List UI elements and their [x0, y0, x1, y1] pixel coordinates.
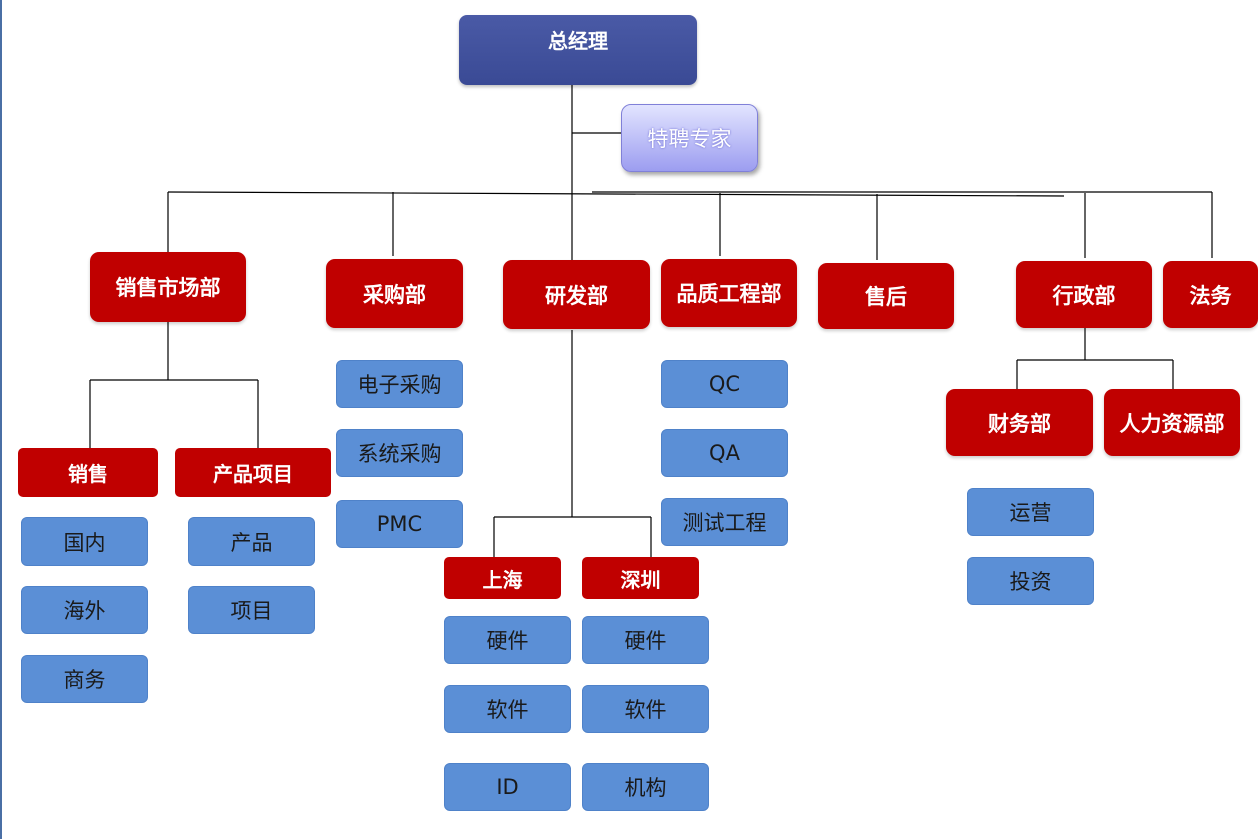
dept-label: 研发部 — [545, 283, 608, 308]
dept-label: 法务 — [1189, 283, 1232, 308]
dept-purchasing[interactable]: 采购部 — [326, 259, 463, 328]
sub-finance[interactable]: 财务部 — [946, 389, 1093, 456]
sub-label: 深圳 — [620, 567, 661, 592]
dept-label: 采购部 — [363, 282, 426, 307]
leaf-label: 运营 — [1009, 501, 1052, 525]
leaf-operations[interactable]: 运营 — [967, 488, 1094, 536]
sub-label: 产品项目 — [213, 462, 293, 486]
leaf-sz-hardware[interactable]: 硬件 — [582, 616, 709, 664]
leaf-sh-hardware[interactable]: 硬件 — [444, 616, 571, 664]
leaf-investment[interactable]: 投资 — [967, 557, 1094, 605]
sub-shanghai[interactable]: 上海 — [444, 557, 561, 599]
leaf-pmc[interactable]: PMC — [336, 500, 463, 548]
dept-legal[interactable]: 法务 — [1163, 261, 1258, 328]
leaf-sz-software[interactable]: 软件 — [582, 685, 709, 733]
sub-shenzhen[interactable]: 深圳 — [582, 557, 699, 599]
leaf-label: 商务 — [63, 668, 106, 692]
leaf-label: 系统采购 — [357, 442, 442, 466]
leaf-label: ID — [496, 775, 519, 799]
dept-admin[interactable]: 行政部 — [1016, 261, 1152, 328]
leaf-qc[interactable]: QC — [661, 360, 788, 408]
leaf-domestic[interactable]: 国内 — [21, 517, 148, 566]
leaf-electronic-purchasing[interactable]: 电子采购 — [336, 360, 463, 408]
dept-quality[interactable]: 品质工程部 — [661, 259, 797, 327]
sub-label: 销售 — [68, 462, 108, 486]
leaf-label: 软件 — [624, 698, 667, 722]
leaf-label: 海外 — [63, 599, 106, 623]
dept-rnd[interactable]: 研发部 — [503, 260, 650, 329]
leaf-sh-id[interactable]: ID — [444, 763, 571, 811]
dept-label: 品质工程部 — [676, 282, 782, 306]
special-expert-node[interactable]: 特聘专家 — [621, 104, 758, 172]
leaf-project[interactable]: 项目 — [188, 586, 315, 634]
leaf-label: 硬件 — [486, 629, 529, 653]
leaf-overseas[interactable]: 海外 — [21, 586, 148, 634]
leaf-label: 软件 — [486, 698, 529, 722]
leaf-label: PMC — [376, 512, 423, 536]
sub-label: 人力资源部 — [1119, 411, 1225, 436]
leaf-system-purchasing[interactable]: 系统采购 — [336, 429, 463, 477]
leaf-business[interactable]: 商务 — [21, 655, 148, 703]
leaf-qa[interactable]: QA — [661, 429, 788, 477]
sub-sales[interactable]: 销售 — [18, 448, 158, 497]
special-expert-label: 特聘专家 — [647, 127, 732, 151]
leaf-product[interactable]: 产品 — [188, 517, 315, 566]
leaf-label: 项目 — [230, 599, 273, 623]
leaf-label: QA — [709, 441, 740, 465]
leaf-label: 硬件 — [624, 629, 667, 653]
dept-after-sales[interactable]: 售后 — [818, 263, 954, 329]
sub-label: 财务部 — [988, 411, 1051, 436]
dept-label: 销售市场部 — [115, 276, 221, 300]
leaf-label: QC — [708, 372, 741, 396]
left-border — [0, 0, 2, 839]
leaf-label: 电子采购 — [357, 373, 442, 397]
leaf-label: 测试工程 — [682, 511, 767, 535]
dept-label: 售后 — [865, 285, 907, 309]
sub-hr[interactable]: 人力资源部 — [1104, 389, 1240, 456]
dept-label: 行政部 — [1052, 283, 1116, 308]
leaf-label: 机构 — [624, 776, 667, 800]
leaf-label: 产品 — [230, 530, 273, 555]
general-manager-node[interactable]: 总经理 — [459, 15, 697, 85]
dept-sales-marketing[interactable]: 销售市场部 — [90, 252, 246, 322]
general-manager-label: 总经理 — [548, 29, 608, 53]
leaf-sz-mechanism[interactable]: 机构 — [582, 763, 709, 811]
leaf-sh-software[interactable]: 软件 — [444, 685, 571, 733]
sub-label: 上海 — [482, 567, 523, 592]
leaf-label: 国内 — [63, 530, 106, 555]
leaf-label: 投资 — [1009, 570, 1052, 594]
sub-product-project[interactable]: 产品项目 — [175, 448, 331, 497]
leaf-test-engineering[interactable]: 测试工程 — [661, 498, 788, 546]
